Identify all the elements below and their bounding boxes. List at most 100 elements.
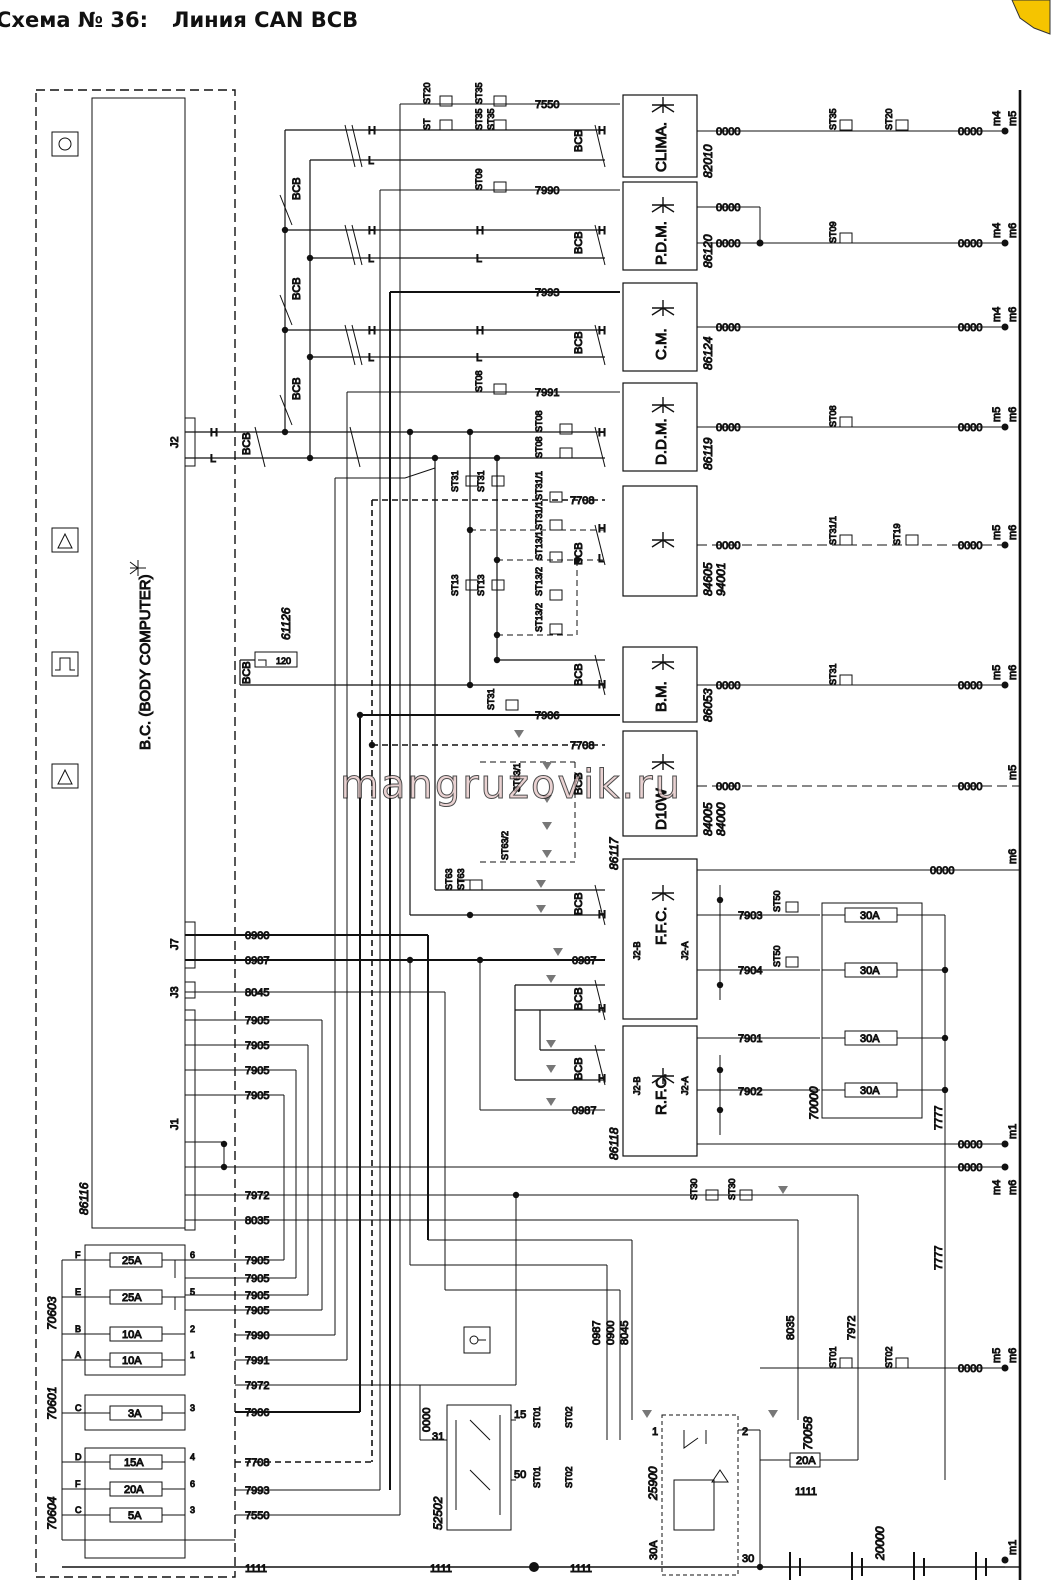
svg-text:0987: 0987 xyxy=(245,955,269,967)
svg-text:7990: 7990 xyxy=(535,185,559,197)
svg-text:ST35: ST35 xyxy=(828,108,838,130)
wire-code-vert: 0987 xyxy=(591,1321,603,1345)
station-labels: ST20 ST35 ST ST35 ST35 ST09 ST08 ST08 ST… xyxy=(422,82,903,1489)
wire-code-vert: 7972 xyxy=(846,1316,858,1340)
svg-text:H: H xyxy=(476,325,484,337)
svg-text:BCB: BCB xyxy=(573,663,585,686)
module-code-pdm: 86120 xyxy=(701,234,715,268)
svg-text:5A: 5A xyxy=(128,1510,142,1522)
svg-text:7972: 7972 xyxy=(245,1190,269,1202)
module-code-cm: 86124 xyxy=(701,336,715,370)
svg-text:ST08: ST08 xyxy=(534,410,544,432)
body-computer-box xyxy=(91,97,186,1229)
svg-text:7708: 7708 xyxy=(570,740,594,752)
supply-wires xyxy=(185,103,859,1516)
svg-text:ST02: ST02 xyxy=(884,1346,894,1368)
svg-text:F: F xyxy=(75,1479,81,1489)
svg-text:ST13/1: ST13/1 xyxy=(534,531,544,560)
svg-text:6: 6 xyxy=(190,1479,195,1489)
wire-code-0000: 0000 xyxy=(716,322,740,334)
svg-text:BCB: BCB xyxy=(573,772,585,795)
svg-text:ST31: ST31 xyxy=(476,470,486,492)
module-code-bm: 86053 xyxy=(701,688,715,722)
svg-text:ST13/2: ST13/2 xyxy=(534,567,544,596)
wire-code-0000: 0000 xyxy=(716,202,740,214)
svg-text:m5: m5 xyxy=(991,407,1003,422)
fuse-block-70604-code: 70604 xyxy=(45,1496,59,1530)
svg-text:ST20: ST20 xyxy=(422,82,432,104)
svg-text:m6: m6 xyxy=(1007,407,1019,422)
ignition-wire-code: 0000 xyxy=(421,1408,433,1432)
svg-text:25A: 25A xyxy=(122,1292,142,1304)
ground-wires xyxy=(224,130,1020,1369)
svg-text:BCB: BCB xyxy=(291,277,303,300)
svg-text:ST31/1: ST31/1 xyxy=(534,471,544,500)
svg-text:7905: 7905 xyxy=(245,1040,269,1052)
brand-logo-icon xyxy=(1011,0,1051,35)
svg-text:7905: 7905 xyxy=(245,1255,269,1267)
svg-text:H: H xyxy=(368,225,376,237)
marker-triangles xyxy=(514,730,788,1418)
svg-text:30A: 30A xyxy=(860,1085,880,1097)
svg-text:ST63: ST63 xyxy=(456,868,466,890)
svg-text:ST63/2: ST63/2 xyxy=(500,831,510,860)
fuse-block-70604 xyxy=(61,1260,235,1559)
svg-text:ST31: ST31 xyxy=(486,688,496,710)
svg-text:m4: m4 xyxy=(991,1180,1003,1195)
svg-text:1111: 1111 xyxy=(245,1563,267,1575)
ignition-pin-50: 50 xyxy=(514,1469,526,1481)
module-code-ffc: 86117 xyxy=(607,836,621,870)
diagram-number: Схема № 36: xyxy=(0,8,149,32)
svg-text:L: L xyxy=(368,352,374,364)
wire-code-0000: 0000 xyxy=(716,422,740,434)
wire-code-0000: 0000 xyxy=(958,422,982,434)
fuse-20a-code: 70058 xyxy=(801,1416,815,1450)
wire-code-0000: 0000 xyxy=(958,1139,982,1151)
svg-text:7550: 7550 xyxy=(535,99,559,111)
svg-text:L: L xyxy=(210,453,216,465)
svg-text:A: A xyxy=(75,1350,81,1360)
svg-text:ST09: ST09 xyxy=(828,221,838,243)
module-label-bm: B.M. xyxy=(653,681,670,712)
conn-j2b-rfc: J2-B xyxy=(632,1076,642,1095)
fuse-block-70000 xyxy=(697,885,946,1480)
main-supply-line xyxy=(62,1562,1020,1572)
can-node-symbols xyxy=(651,97,675,1084)
svg-text:7550: 7550 xyxy=(245,1510,269,1522)
wire-code-0000: 0000 xyxy=(958,1162,982,1174)
ignition-pin-31: 31 xyxy=(432,1431,444,1443)
svg-text:m6: m6 xyxy=(1007,1348,1019,1363)
wire-code-0000: 0000 xyxy=(958,781,982,793)
svg-text:H: H xyxy=(598,125,606,137)
module-label-ffc: F.F.C. xyxy=(653,907,670,945)
sensor-61126 xyxy=(254,651,298,668)
svg-text:ST08: ST08 xyxy=(828,405,838,427)
svg-text:ST31: ST31 xyxy=(450,470,460,492)
svg-text:2: 2 xyxy=(190,1324,195,1334)
svg-text:20A: 20A xyxy=(124,1484,144,1496)
fuse-block-70603-text: 25A 25A 10A 10A F E B A 6 5 2 1 xyxy=(75,1250,196,1368)
svg-text:BCB: BCB xyxy=(241,661,253,684)
svg-text:1111: 1111 xyxy=(430,1563,452,1575)
module-wire-codes: 7550 7990 7993 7991 7708 7906 7708 0987 … xyxy=(535,99,763,1118)
wire-code-vert: 0900 xyxy=(605,1321,617,1345)
module-label-d10w: D10W xyxy=(653,787,670,830)
diagram-title: Линия CAN BCB xyxy=(172,8,359,32)
fuse-70601-letter: C xyxy=(75,1403,82,1413)
svg-text:7708: 7708 xyxy=(570,495,594,507)
battery-code: 20000 xyxy=(873,1526,887,1561)
relay-pin-30A: 30A xyxy=(648,1540,660,1560)
svg-text:0987: 0987 xyxy=(572,1105,596,1117)
svg-text:7990: 7990 xyxy=(245,1330,269,1342)
station-boxes xyxy=(439,95,919,1369)
svg-text:BCB: BCB xyxy=(573,331,585,354)
svg-text:ST31/1: ST31/1 xyxy=(534,501,544,530)
wire-code-0000: 0000 xyxy=(958,1363,982,1375)
svg-text:ST13/2: ST13/2 xyxy=(534,603,544,632)
svg-text:BCB: BCB xyxy=(291,177,303,200)
svg-text:L: L xyxy=(476,352,482,364)
svg-text:ST35: ST35 xyxy=(474,108,484,130)
svg-text:m6: m6 xyxy=(1007,307,1019,322)
svg-text:10A: 10A xyxy=(122,1355,142,1367)
body-computer-frame xyxy=(35,89,236,1578)
